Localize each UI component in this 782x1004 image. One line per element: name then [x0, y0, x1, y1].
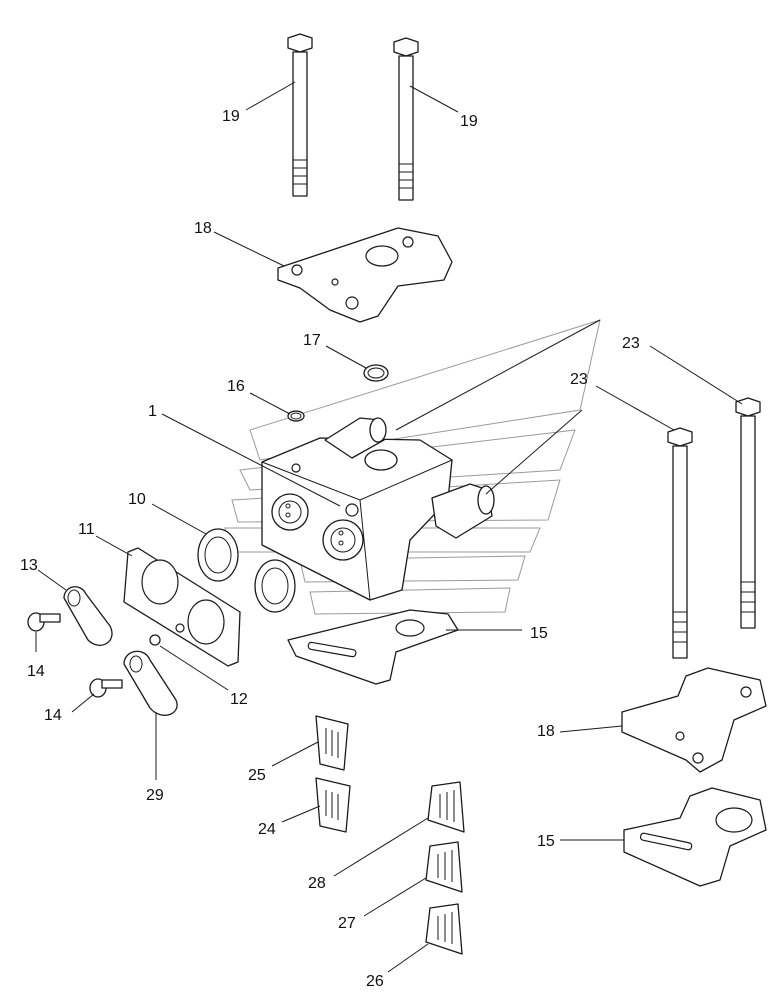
callout-23-right: 23: [622, 335, 640, 352]
callout-25: 25: [248, 767, 266, 784]
callout-17: 17: [303, 332, 321, 349]
callout-28: 28: [308, 875, 326, 892]
watermark-logo: [224, 319, 601, 615]
callout-19-left: 19: [222, 108, 240, 125]
callout-14-upper: 14: [27, 663, 45, 680]
decal-25: [315, 715, 349, 771]
callout-27: 27: [338, 915, 356, 932]
screw-12: [149, 634, 161, 646]
gasket-15-center: [287, 609, 459, 685]
decal-26: [425, 903, 463, 955]
cover-plate-11: [123, 547, 241, 667]
plate-18-top: [277, 227, 453, 323]
callout-24: 24: [258, 821, 276, 838]
bolt-23-right: [735, 397, 761, 629]
bolt-23-left: [667, 427, 693, 659]
callout-15-right: 15: [537, 833, 555, 850]
callout-labels: 19 19 18 17 16 1 10 11 13 14 14 12 29 15…: [20, 108, 640, 990]
callout-13: 13: [20, 557, 38, 574]
seal-ring-10-a: [197, 528, 239, 582]
valve-body-1: [261, 417, 495, 601]
callout-15-center: 15: [530, 625, 548, 642]
leader-lines: [35, 81, 743, 973]
seal-ring-10-b: [254, 559, 296, 613]
callout-23-left: 23: [570, 371, 588, 388]
decal-28: [427, 781, 465, 833]
bolt-19-left: [287, 33, 313, 197]
callout-14-lower: 14: [44, 707, 62, 724]
callout-16: 16: [227, 378, 245, 395]
cap-13: [63, 586, 113, 646]
callout-11: 11: [78, 521, 95, 538]
bolt-19-right: [393, 37, 419, 201]
callout-12: 12: [230, 691, 248, 708]
callout-1: 1: [148, 403, 157, 420]
bolt-14-lower: [89, 678, 123, 698]
o-ring-16: [287, 410, 305, 422]
callout-29: 29: [146, 787, 164, 804]
callout-19-right: 19: [460, 113, 478, 130]
gasket-15-right: [623, 787, 767, 887]
callout-26: 26: [366, 973, 384, 990]
o-ring-17: [363, 364, 389, 382]
callout-10: 10: [128, 491, 146, 508]
callout-18-right: 18: [537, 723, 555, 740]
decal-24: [315, 777, 351, 833]
decal-27: [425, 841, 463, 893]
callout-18-top: 18: [194, 220, 212, 237]
cap-29: [123, 650, 178, 716]
bolt-14-upper: [27, 612, 61, 632]
plate-18-right: [621, 667, 767, 773]
